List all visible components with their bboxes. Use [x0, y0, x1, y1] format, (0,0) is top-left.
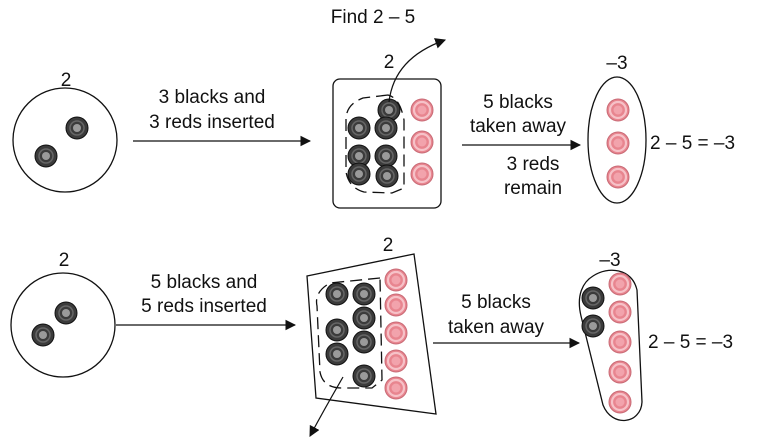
- black-counter: [34, 144, 58, 168]
- row-1-start-set: [12, 87, 118, 193]
- row-2-step2-line2: taken away: [448, 317, 545, 338]
- row-1-remain-line1: 3 reds: [507, 154, 560, 175]
- row-2-removed-group-outline: [315, 277, 383, 389]
- red-counter: [608, 390, 632, 414]
- red-counter: [608, 300, 632, 324]
- red-counter: [384, 349, 408, 373]
- row-2-take-away-arrow: [309, 376, 344, 437]
- black-counter: [352, 330, 376, 354]
- row-1-middle-counters: [347, 98, 434, 188]
- row-1-step1-line1: 3 blacks and: [159, 87, 266, 108]
- black-counter: [375, 164, 399, 188]
- row-2: 2 5 blacks and 5 reds inserted 2 5 black…: [10, 235, 733, 437]
- row-1-start-counters: [34, 116, 89, 168]
- row-1: 2 3 blacks and 3 reds inserted 2 5 black…: [12, 38, 735, 209]
- row-1-result-counters: [606, 98, 630, 189]
- black-counter: [377, 98, 401, 122]
- black-counter: [325, 318, 349, 342]
- black-counter: [325, 342, 349, 366]
- row-1-step1-line2: 3 reds inserted: [149, 112, 275, 133]
- row-2-middle-value: 2: [383, 235, 394, 256]
- row-2-step1-line1: 5 blacks and: [151, 272, 258, 293]
- black-counter: [347, 116, 371, 140]
- row-2-equation: 2 – 5 = –3: [648, 332, 733, 353]
- row-2-start-set: [10, 272, 116, 378]
- red-counter: [384, 321, 408, 345]
- row-2-start-value: 2: [59, 250, 70, 271]
- black-counter: [374, 116, 398, 140]
- row-1-step2-line2: taken away: [470, 116, 567, 137]
- red-counter: [384, 376, 408, 400]
- row-2-result-value: –3: [599, 250, 620, 271]
- red-counter: [410, 98, 434, 122]
- row-1-take-away-arrow: [388, 38, 447, 103]
- row-2-middle-counters: [325, 268, 408, 400]
- red-counter: [410, 162, 434, 186]
- black-counter: [352, 282, 376, 306]
- row-1-equation: 2 – 5 = –3: [650, 133, 735, 154]
- red-counter: [606, 131, 630, 155]
- row-1-remain-line2: remain: [504, 178, 562, 199]
- row-1-start-value: 2: [61, 70, 72, 91]
- black-counter: [325, 282, 349, 306]
- red-counter: [608, 360, 632, 384]
- black-counter: [581, 314, 605, 338]
- row-1-result-value: –3: [606, 53, 627, 74]
- row-1-middle-value: 2: [384, 52, 395, 73]
- black-counter: [65, 116, 89, 140]
- red-counter: [606, 165, 630, 189]
- black-counter: [352, 306, 376, 330]
- black-counter: [374, 144, 398, 168]
- red-counter: [606, 98, 630, 122]
- diagram-heading: Find 2 – 5: [331, 7, 416, 28]
- black-counter: [581, 286, 605, 310]
- black-counter: [352, 364, 376, 388]
- row-2-result-counters: [581, 272, 632, 414]
- red-counter: [384, 293, 408, 317]
- row-1-step2-line1: 5 blacks: [483, 92, 553, 113]
- black-counter: [31, 323, 55, 347]
- row-2-start-counters: [31, 301, 78, 347]
- red-counter: [608, 272, 632, 296]
- red-counter: [410, 130, 434, 154]
- black-counter: [347, 162, 371, 186]
- red-counter: [384, 268, 408, 292]
- black-counter: [54, 301, 78, 325]
- row-2-step2-line1: 5 blacks: [461, 292, 531, 313]
- row-2-step1-line2: 5 reds inserted: [141, 296, 267, 317]
- red-counter: [608, 330, 632, 354]
